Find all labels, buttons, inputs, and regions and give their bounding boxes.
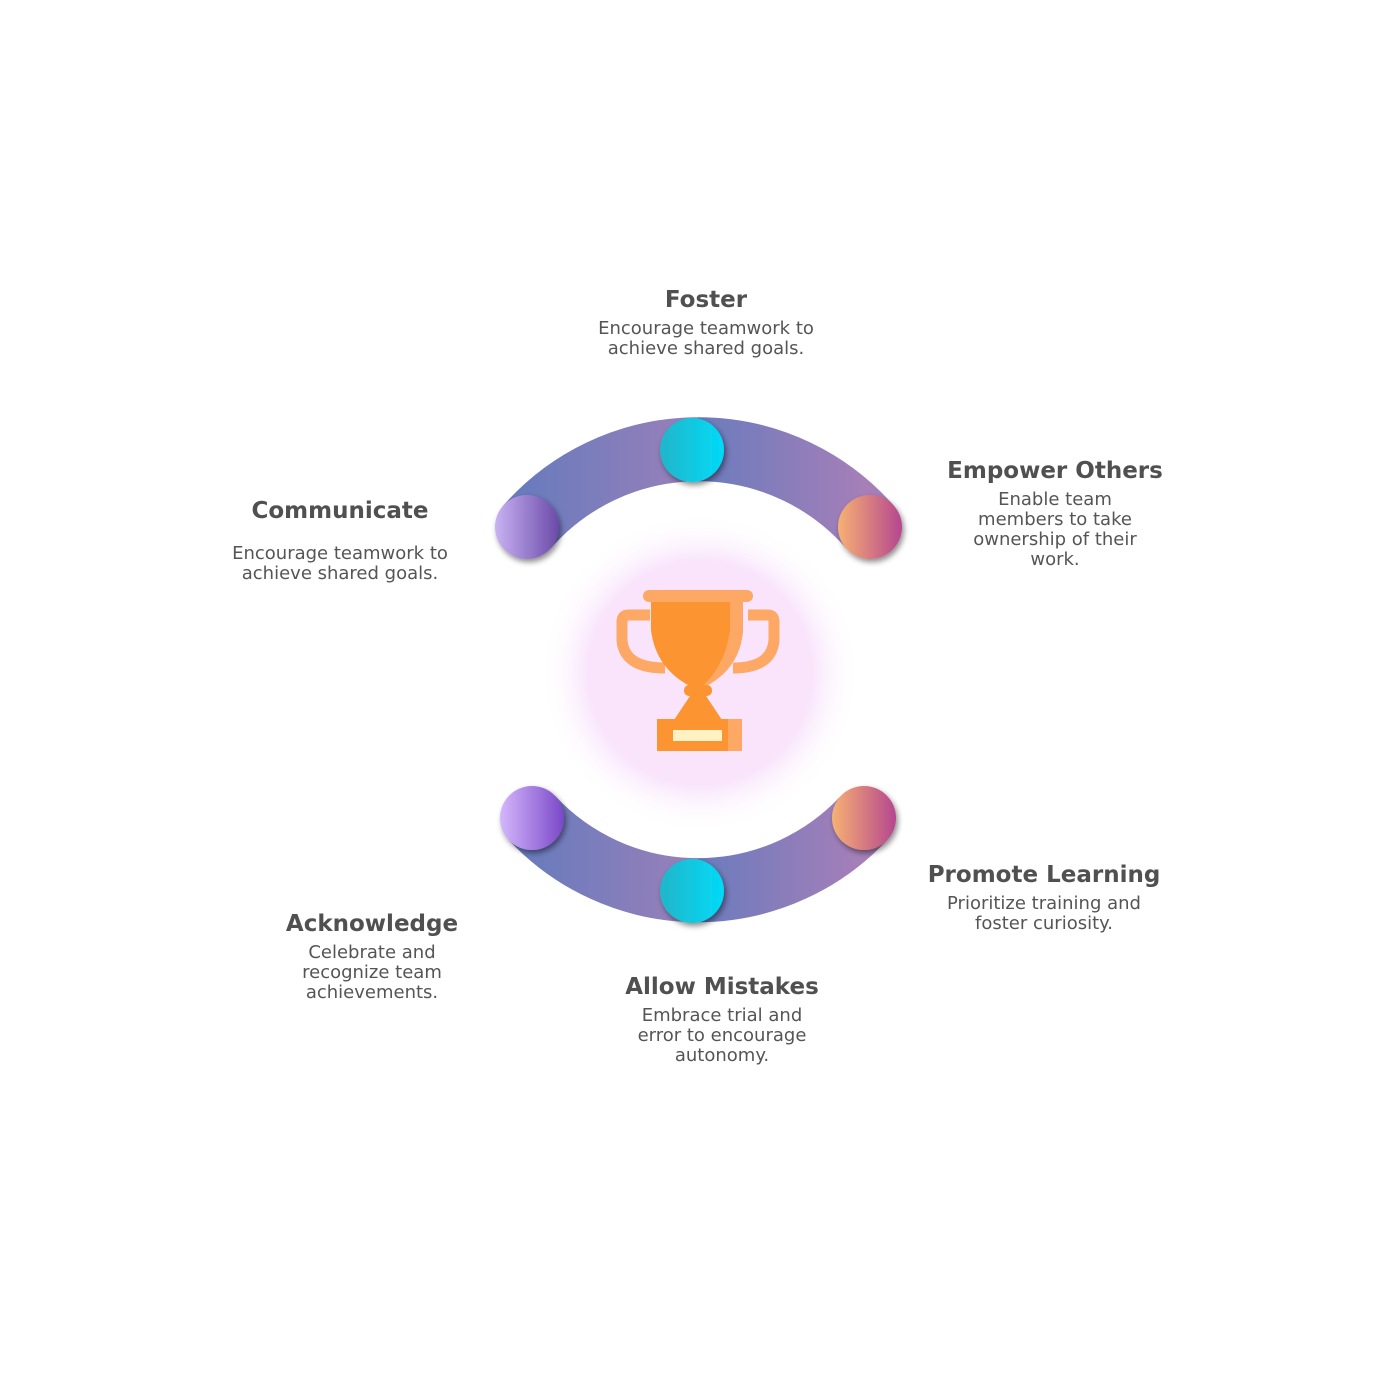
item-title: Acknowledge [285, 911, 459, 937]
trophy-icon [616, 590, 780, 751]
item-desc: Embrace trial and error to encourage aut… [637, 1005, 807, 1066]
item-desc: Celebrate and recognize team achievement… [302, 942, 442, 1003]
item-desc: Encourage teamwork to achieve shared goa… [598, 318, 814, 359]
item-foster: Foster Encourage teamwork to achieve sha… [586, 287, 826, 359]
item-acknowledge: Acknowledge Celebrate and recognize team… [252, 911, 492, 1003]
item-title: Foster [664, 287, 748, 313]
node-foster [660, 418, 724, 482]
item-empower-others: Empower Others Enable team members to ta… [935, 458, 1175, 570]
item-communicate: Communicate Encourage teamwork to achiev… [220, 498, 460, 584]
item-promote-learning: Promote Learning Prioritize training and… [914, 862, 1174, 934]
node-empower [838, 495, 902, 559]
item-allow-mistakes: Allow Mistakes Embrace trial and error t… [602, 974, 842, 1066]
item-title: Promote Learning [927, 862, 1161, 888]
item-title: Communicate [251, 498, 429, 524]
item-desc: Enable team members to take ownership of… [973, 489, 1137, 570]
node-mistakes [660, 859, 724, 923]
item-desc: Prioritize training and foster curiosity… [947, 893, 1141, 934]
item-desc: Encourage teamwork to achieve shared goa… [232, 543, 448, 584]
node-acknowledge [500, 786, 564, 850]
item-title: Allow Mistakes [625, 974, 819, 1000]
node-communicate [495, 495, 559, 559]
node-promote [832, 786, 896, 850]
item-title: Empower Others [947, 458, 1163, 484]
